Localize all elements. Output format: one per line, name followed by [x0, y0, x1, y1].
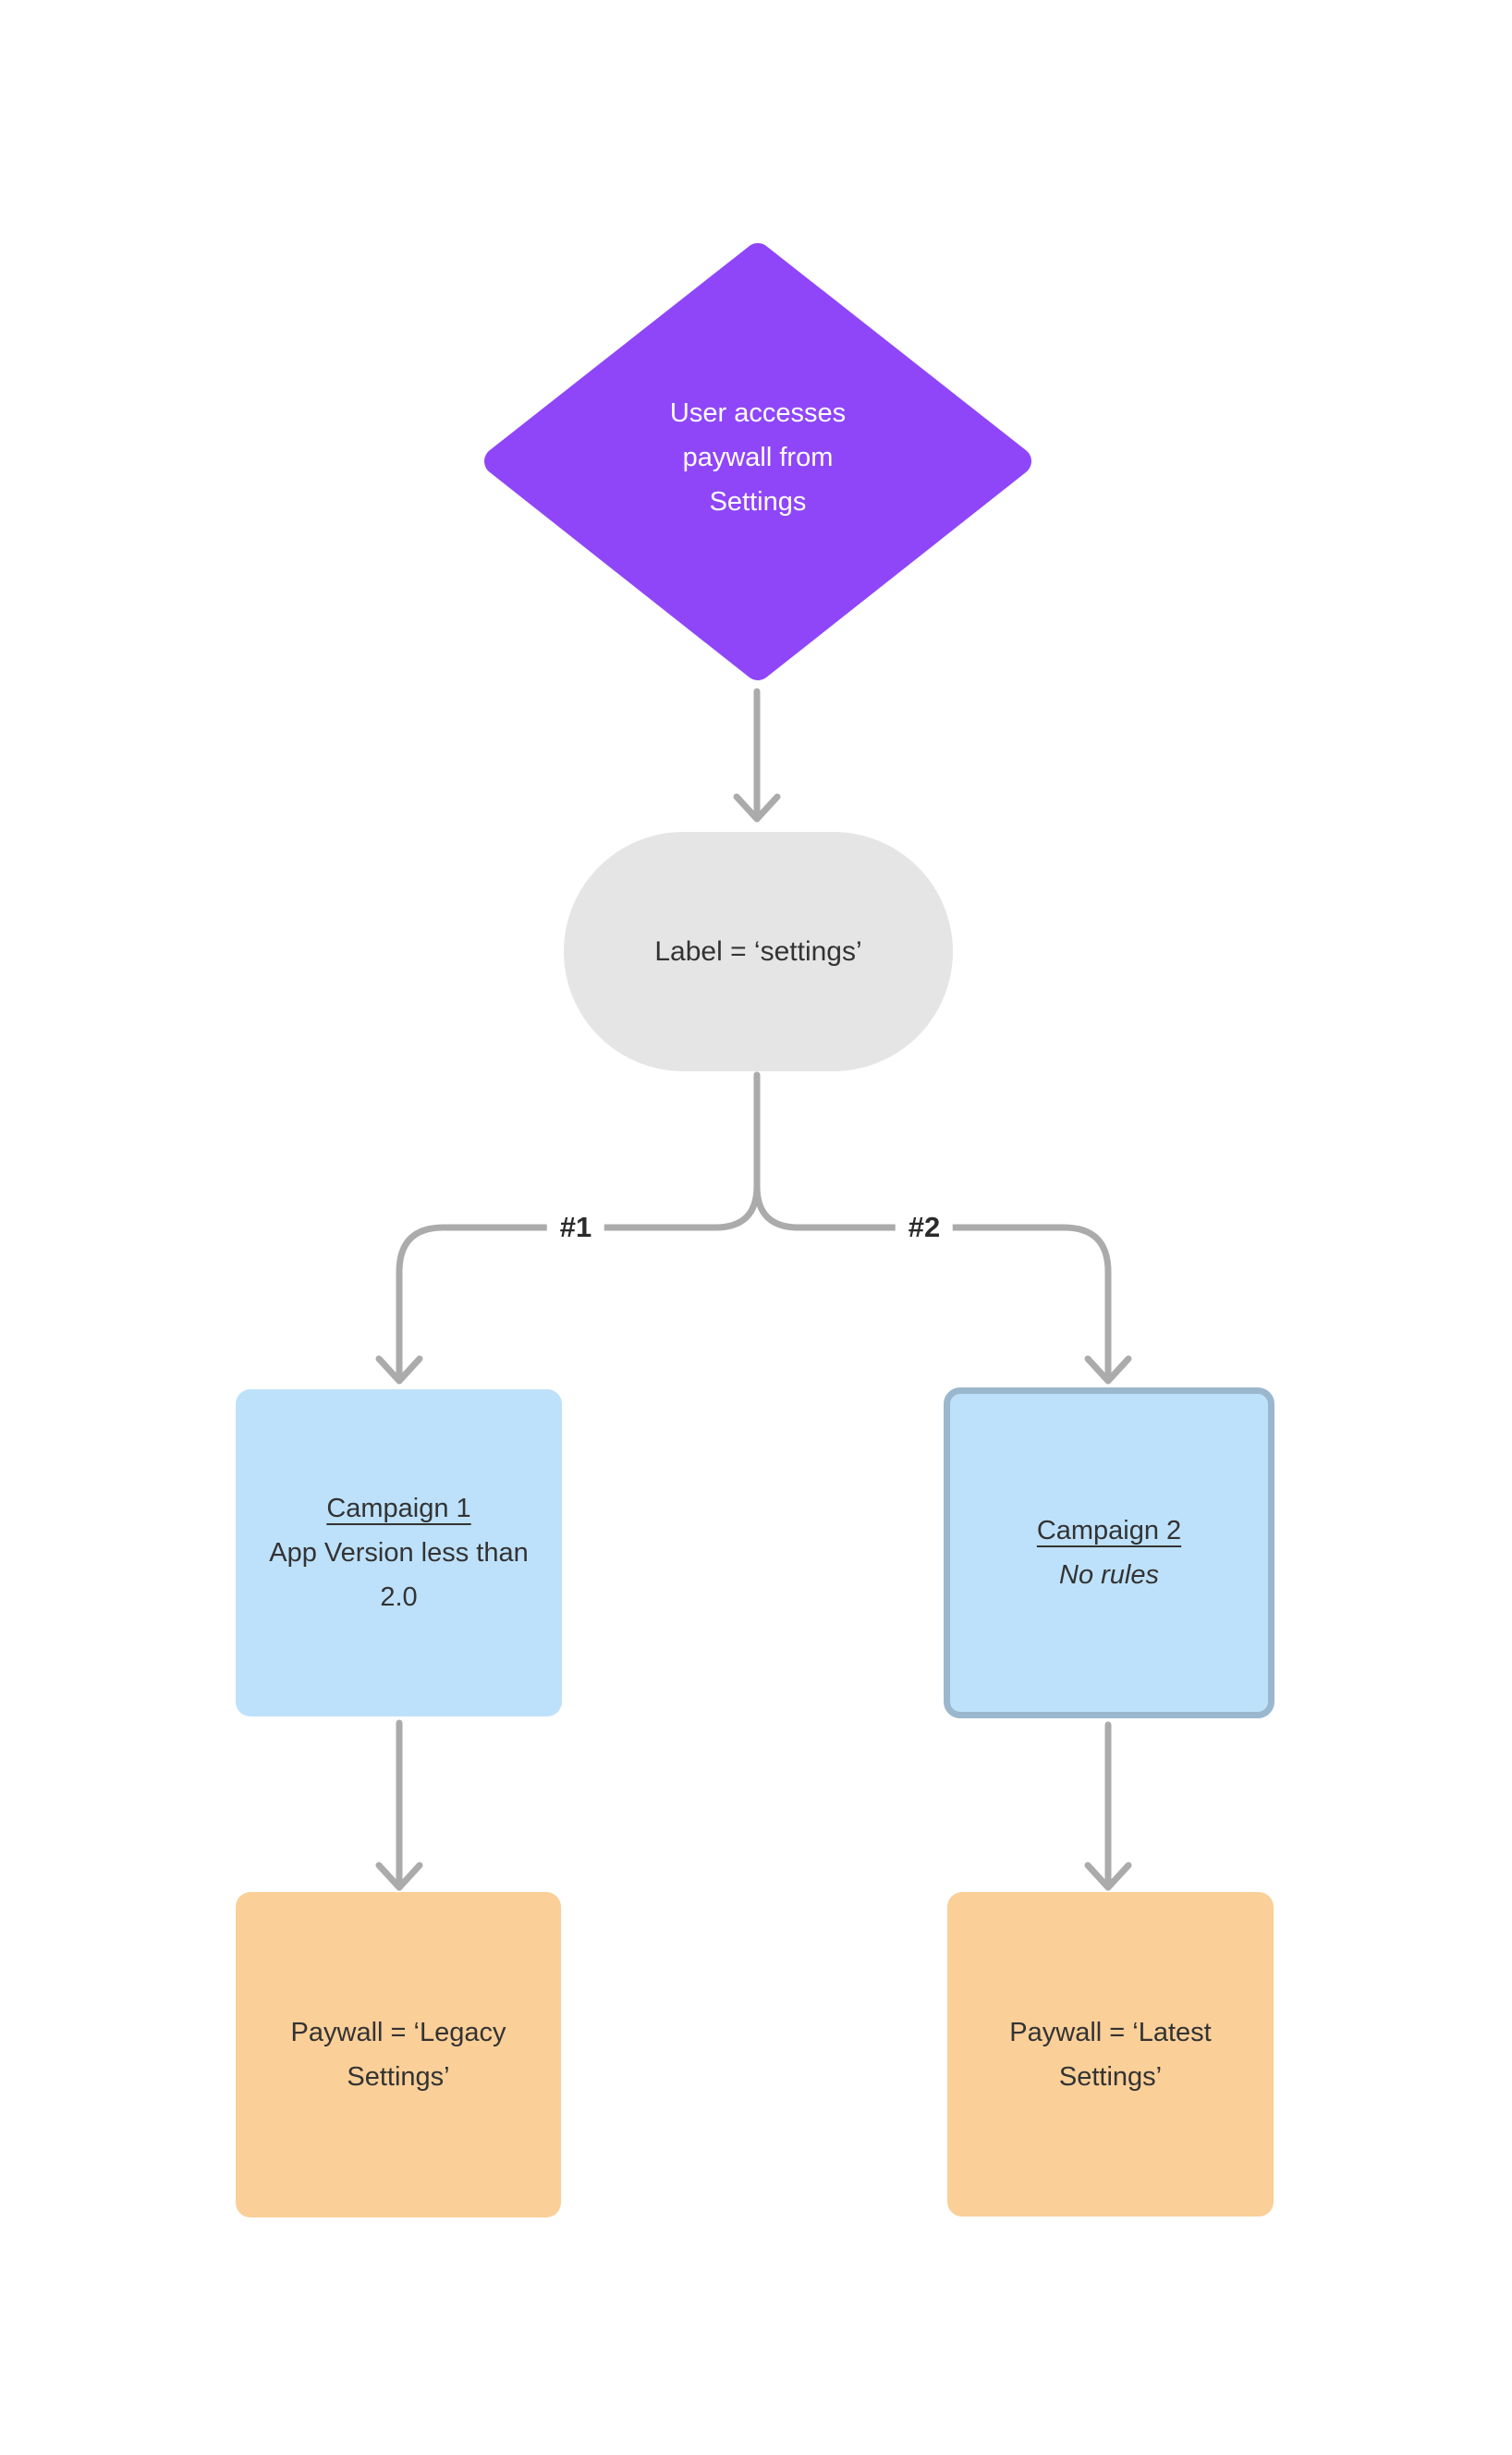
node-campaign-1: Campaign 1 App Version less than 2.0 [236, 1389, 562, 1716]
start-line-2: paywall from [682, 443, 834, 472]
node-paywall-latest: Paywall = ‘Latest Settings’ [947, 1892, 1274, 2217]
label-check-text: Label = ‘settings’ [654, 935, 862, 967]
node-label-check: Label = ‘settings’ [564, 832, 953, 1071]
arrowhead-start-to-label [733, 793, 781, 823]
decision-diamond-shape [484, 243, 1031, 680]
campaign-2-subtitle: No rules [1059, 1560, 1159, 1590]
paywall-legacy-text: Paywall = ‘Legacy Settings’ [290, 2018, 506, 2092]
branch-label-2: #2 [895, 1209, 954, 1246]
arrowhead-campaign2-to-paywall [1084, 1862, 1132, 1891]
campaign-1-title: Campaign 1 [326, 1494, 471, 1523]
paywall-latest-text: Paywall = ‘Latest Settings’ [1009, 2017, 1212, 2092]
branch-label-1: #1 [546, 1209, 605, 1246]
node-paywall-legacy: Paywall = ‘Legacy Settings’ [236, 1892, 561, 2217]
campaign-2-title: Campaign 2 [1036, 1516, 1182, 1545]
node-campaign-2: Campaign 2 No rules [944, 1387, 1274, 1718]
arrowhead-branch-1 [375, 1355, 423, 1385]
start-line-1: User accesses [669, 398, 847, 428]
campaign-1-subtitle: App Version less than 2.0 [269, 1538, 529, 1612]
node-start-decision: User accesses paywall from Settings [596, 388, 920, 527]
start-line-3: Settings [709, 487, 807, 517]
arrowhead-campaign1-to-paywall [375, 1862, 423, 1891]
arrowhead-branch-2 [1084, 1355, 1132, 1385]
